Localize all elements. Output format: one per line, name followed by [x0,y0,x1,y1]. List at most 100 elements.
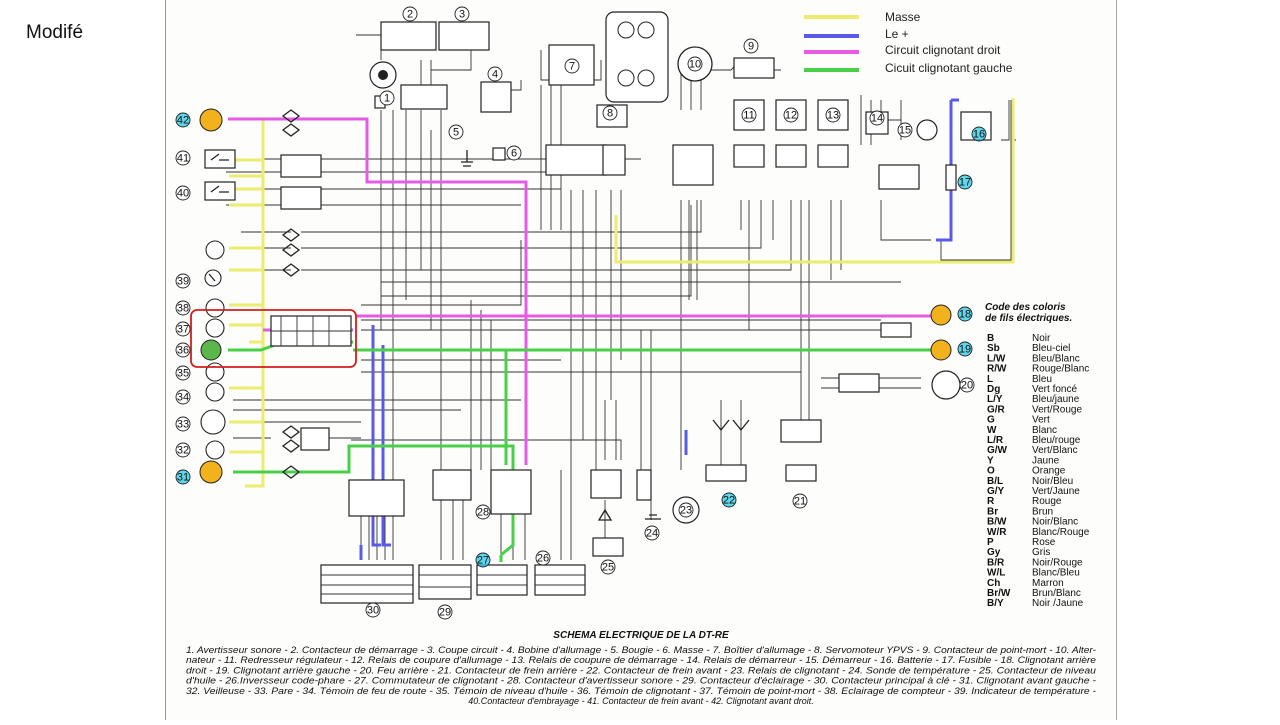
slide-title: Modifé [26,22,84,43]
component-number-label: 9 [748,41,754,53]
component-number-label: 38 [177,303,189,315]
component-number-19: 19 [957,341,973,357]
component-number-label: 11 [743,110,754,122]
component-number-34: 34 [175,389,191,405]
indicator-switch-table [476,564,528,596]
component-number-15: 15 [897,122,913,138]
component-number-label: 6 [511,148,517,160]
lamp-42 [199,108,223,132]
color-code-name: Bleu/jaune [1032,394,1080,405]
wiring-diagram: Masse Le + Circuit clignotant droit Cicu… [165,0,1117,720]
component-number-1: 1 [379,90,395,106]
dimmer-switch-table [534,564,586,596]
component-number-label: 1 [384,93,390,105]
color-code-abbr: B/Y [987,598,1004,609]
switch-40 [204,181,236,201]
component-number-label: 20 [961,380,973,392]
component-number-label: 24 [646,528,658,540]
caption-line: 1. Avertisseur sonore - 2. Contacteur de… [186,645,1096,655]
color-code-name: Brun [1032,506,1053,517]
component-number-13: 13 [825,107,841,123]
legend-label-left: Cicuit clignotant gauche [885,61,1013,75]
component-number-16: 16 [971,126,987,142]
caption-line: 40.Contacteur d'embrayage - 41. Contacte… [468,696,813,706]
lamp-38 [205,240,225,260]
key-switch-table [320,564,414,604]
color-code-name: Noir/Blanc [1032,517,1078,528]
component-number-label: 22 [723,495,735,507]
color-code-name: Marron [1032,578,1064,589]
component-number-31: 31 [175,469,191,485]
color-code-name: Vert/Jaune [1032,486,1080,497]
component-number-14: 14 [869,110,885,126]
component-number-27: 27 [475,552,491,568]
color-code-name: Bleu/rouge [1032,435,1081,446]
component-number-label: 23 [680,505,692,517]
component-number-label: 34 [177,392,189,404]
color-code-abbr: B/W [987,517,1007,528]
component-number-label: 14 [871,113,883,125]
color-code-abbr: W/R [987,527,1007,538]
legend: Masse Le + Circuit clignotant droit Cicu… [804,10,1013,75]
lamp-38b [205,298,225,318]
component-number-30: 30 [365,602,381,618]
color-code-abbr: L [987,374,993,385]
color-code-abbr: W [987,425,997,436]
color-code-abbr: G/R [987,404,1006,415]
component-number-label: 33 [177,419,189,431]
component-number-21: 21 [792,493,808,509]
component-number-label: 29 [439,607,451,619]
lamp-31 [199,460,223,484]
left-components [199,108,330,484]
component-number-label: 32 [177,445,189,457]
color-code-name: Noir/Bleu [1032,476,1073,487]
color-code-name: Rose [1032,537,1056,548]
color-code-name: Noir /Jaune [1032,598,1084,609]
color-code-name: Gris [1032,547,1050,558]
color-code-abbr: W/L [987,568,1005,579]
left-indicator-wires [228,340,936,562]
component-number-4: 4 [487,66,503,82]
component-number-20: 20 [959,377,975,393]
color-code-name: Noir [1032,333,1051,344]
component-number-17: 17 [957,174,973,190]
light-switch-table [418,564,472,600]
component-number-label: 7 [569,61,575,73]
component-number-36: 36 [175,342,191,358]
component-number-18: 18 [957,306,973,322]
color-code-abbr: L/W [987,353,1006,364]
component-number-label: 5 [453,127,459,139]
component-number-23: 23 [678,502,694,518]
component-number-label: 2 [407,9,413,21]
caption: 1. Avertisseur sonore - 2. Contacteur de… [186,645,1096,706]
component-number-41: 41 [175,150,191,166]
component-number-label: 10 [689,59,701,71]
color-code-abbr: G/Y [987,486,1005,497]
color-code-name: Brun/Blanc [1032,588,1081,599]
color-code-abbr: L/R [987,435,1004,446]
color-code-name: Vert/Blanc [1032,445,1078,456]
color-code-name: Blanc/Rouge [1032,527,1090,538]
component-number-label: 12 [785,110,797,122]
color-code-abbr: R/W [987,364,1007,375]
component-number-32: 32 [175,442,191,458]
color-code-name: Rouge/Blanc [1032,364,1089,375]
component-number-label: 16 [973,129,985,141]
component-number-38: 38 [175,300,191,316]
component-number-8: 8 [602,105,618,121]
color-code-name: Orange [1032,466,1066,477]
component-number-33: 33 [175,416,191,432]
component-number-42: 42 [175,112,191,128]
color-code-abbr: O [987,466,995,477]
color-code-title-2: de fils électriques. [985,313,1072,324]
component-number-28: 28 [475,504,491,520]
color-code-name: Vert [1032,415,1050,426]
color-code-name: Vert foncé [1032,384,1077,395]
color-code-name: Bleu [1032,374,1052,385]
right-components [705,304,961,482]
component-number-3: 3 [454,6,470,22]
component-number-label: 27 [477,555,489,567]
component-number-9: 9 [743,38,759,54]
color-code-abbr: Gy [987,547,1001,558]
